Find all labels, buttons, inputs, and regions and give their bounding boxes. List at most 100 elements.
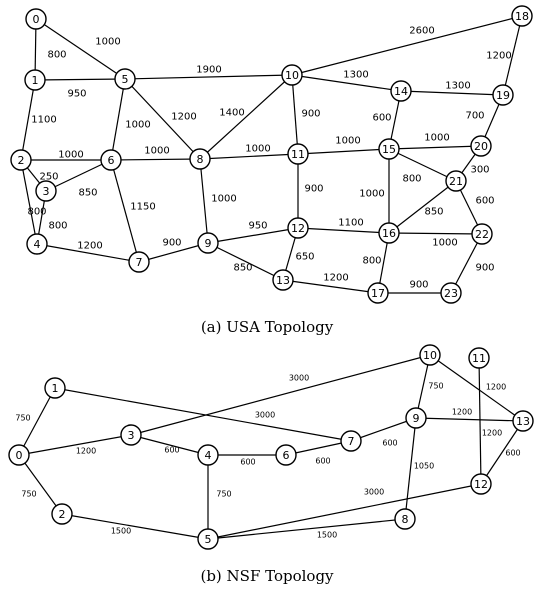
usa-edge-10-18 — [291, 15, 523, 76]
nsf-edge-5-12 — [207, 483, 482, 540]
usa-node-label: 20 — [474, 140, 488, 153]
usa-edge-16-22 — [388, 232, 483, 235]
usa-node-circle — [10, 149, 32, 171]
usa-node-4: 4 — [26, 233, 48, 255]
usa-edge-weight: 1300 — [343, 70, 368, 81]
nsf-edge-weight: 1200 — [486, 383, 506, 392]
nsf-node-label: 1 — [52, 382, 59, 395]
nsf-node-12: 12 — [470, 473, 492, 495]
usa-node-label: 7 — [136, 256, 143, 269]
usa-node-circle — [35, 180, 57, 202]
nsf-edge-0-1 — [18, 387, 56, 456]
nsf-edge-weight: 3000 — [255, 411, 275, 420]
nsf-edge-1-7 — [54, 387, 352, 442]
nsf-edge-weight: 750 — [15, 414, 30, 423]
nsf-node-label: 3 — [128, 429, 135, 442]
usa-node-0: 0 — [25, 8, 47, 30]
nsf-edge-10-13 — [429, 354, 524, 422]
usa-node-circle — [100, 149, 122, 171]
usa-node-3: 3 — [35, 180, 57, 202]
usa-edge-weight: 900 — [475, 263, 494, 274]
nsf-edge-7-9 — [350, 417, 417, 442]
nsf-edge-weight: 1200 — [452, 408, 472, 417]
nsf-edge-weight: 600 — [315, 457, 330, 466]
usa-node-circle — [189, 148, 211, 170]
usa-edge-weight: 1000 — [95, 37, 120, 48]
usa-edge-8-10 — [199, 74, 293, 160]
usa-node-label: 1 — [32, 74, 39, 87]
usa-node-label: 22 — [475, 228, 489, 241]
nsf-edge-0-2 — [18, 454, 63, 515]
usa-node-label: 12 — [291, 222, 305, 235]
usa-edge-weight: 600 — [372, 113, 391, 124]
usa-edge-weight: 300 — [470, 165, 489, 176]
usa-edge-16-21 — [388, 180, 457, 234]
usa-node-circle — [367, 282, 389, 304]
nsf-node-circle — [8, 444, 30, 466]
nsf-node-circle — [470, 473, 492, 495]
usa-edge-weight: 1000 — [432, 238, 457, 249]
usa-node-label: 23 — [444, 287, 458, 300]
nsf-edge-weight: 3000 — [289, 374, 309, 383]
usa-node-14: 14 — [390, 80, 412, 102]
usa-node-18: 18 — [511, 5, 533, 27]
usa-edge-weight: 1900 — [196, 65, 221, 76]
usa-edge-weight: 1000 — [211, 194, 236, 205]
usa-node-label: 16 — [382, 227, 396, 240]
usa-edge-6-7 — [110, 159, 140, 263]
usa-edge-4-7 — [36, 243, 140, 263]
usa-node-circle — [25, 8, 47, 30]
usa-node-circle — [287, 217, 309, 239]
nsf-node-label: 5 — [205, 533, 212, 546]
nsf-node-2: 2 — [51, 503, 73, 525]
nsf-node-3: 3 — [120, 424, 142, 446]
nsf-edge-5-8 — [207, 518, 406, 540]
nsf-edge-weight: 1200 — [76, 447, 96, 456]
usa-edge-22-23 — [450, 233, 483, 294]
nsf-node-5: 5 — [197, 528, 219, 550]
usa-edge-13-17 — [282, 279, 379, 294]
usa-node-label: 8 — [197, 153, 204, 166]
nsf-edge-9-13 — [415, 417, 524, 422]
usa-edge-weight: 1000 — [245, 144, 270, 155]
usa-node-5: 5 — [114, 68, 136, 90]
usa-edge-11-15 — [297, 148, 390, 155]
nsf-edge-weight: 750 — [428, 382, 443, 391]
usa-edge-10-14 — [291, 74, 402, 92]
usa-edge-weights: 8001000950110010002508008508001200100012… — [27, 26, 511, 291]
usa-node-circle — [24, 69, 46, 91]
usa-node-circle — [197, 232, 219, 254]
usa-edge-15-21 — [388, 148, 457, 182]
usa-node-21: 21 — [445, 170, 467, 192]
usa-node-label: 6 — [108, 154, 115, 167]
usa-node-10: 10 — [281, 64, 303, 86]
usa-edge-weight: 600 — [475, 196, 494, 207]
usa-node-15: 15 — [378, 138, 400, 160]
nsf-edge-weight: 1500 — [317, 531, 337, 540]
usa-edge-8-9 — [199, 158, 209, 244]
nsf-node-9: 9 — [405, 407, 427, 429]
usa-edge-weight: 1000 — [359, 189, 384, 200]
usa-node-label: 18 — [515, 10, 529, 23]
usa-edge-weight: 650 — [295, 252, 314, 263]
usa-node-circle — [492, 84, 514, 106]
usa-edge-weight: 700 — [465, 111, 484, 122]
usa-node-13: 13 — [272, 269, 294, 291]
usa-node-6: 6 — [100, 149, 122, 171]
usa-node-circle — [128, 251, 150, 273]
nsf-node-circle — [468, 347, 490, 369]
usa-node-circle — [26, 233, 48, 255]
usa-edge-weight: 1000 — [424, 133, 449, 144]
usa-edge-weight: 1000 — [125, 120, 150, 131]
nsf-edge-weight: 750 — [216, 490, 231, 499]
usa-node-label: 3 — [43, 185, 50, 198]
usa-edge-weight: 1100 — [31, 115, 56, 126]
usa-edge-weight: 800 — [362, 256, 381, 267]
usa-node-label: 10 — [285, 69, 299, 82]
usa-edge-14-19 — [400, 90, 504, 96]
usa-edge-0-5 — [35, 18, 126, 80]
usa-node-22: 22 — [471, 223, 493, 245]
usa-node-23: 23 — [440, 282, 462, 304]
